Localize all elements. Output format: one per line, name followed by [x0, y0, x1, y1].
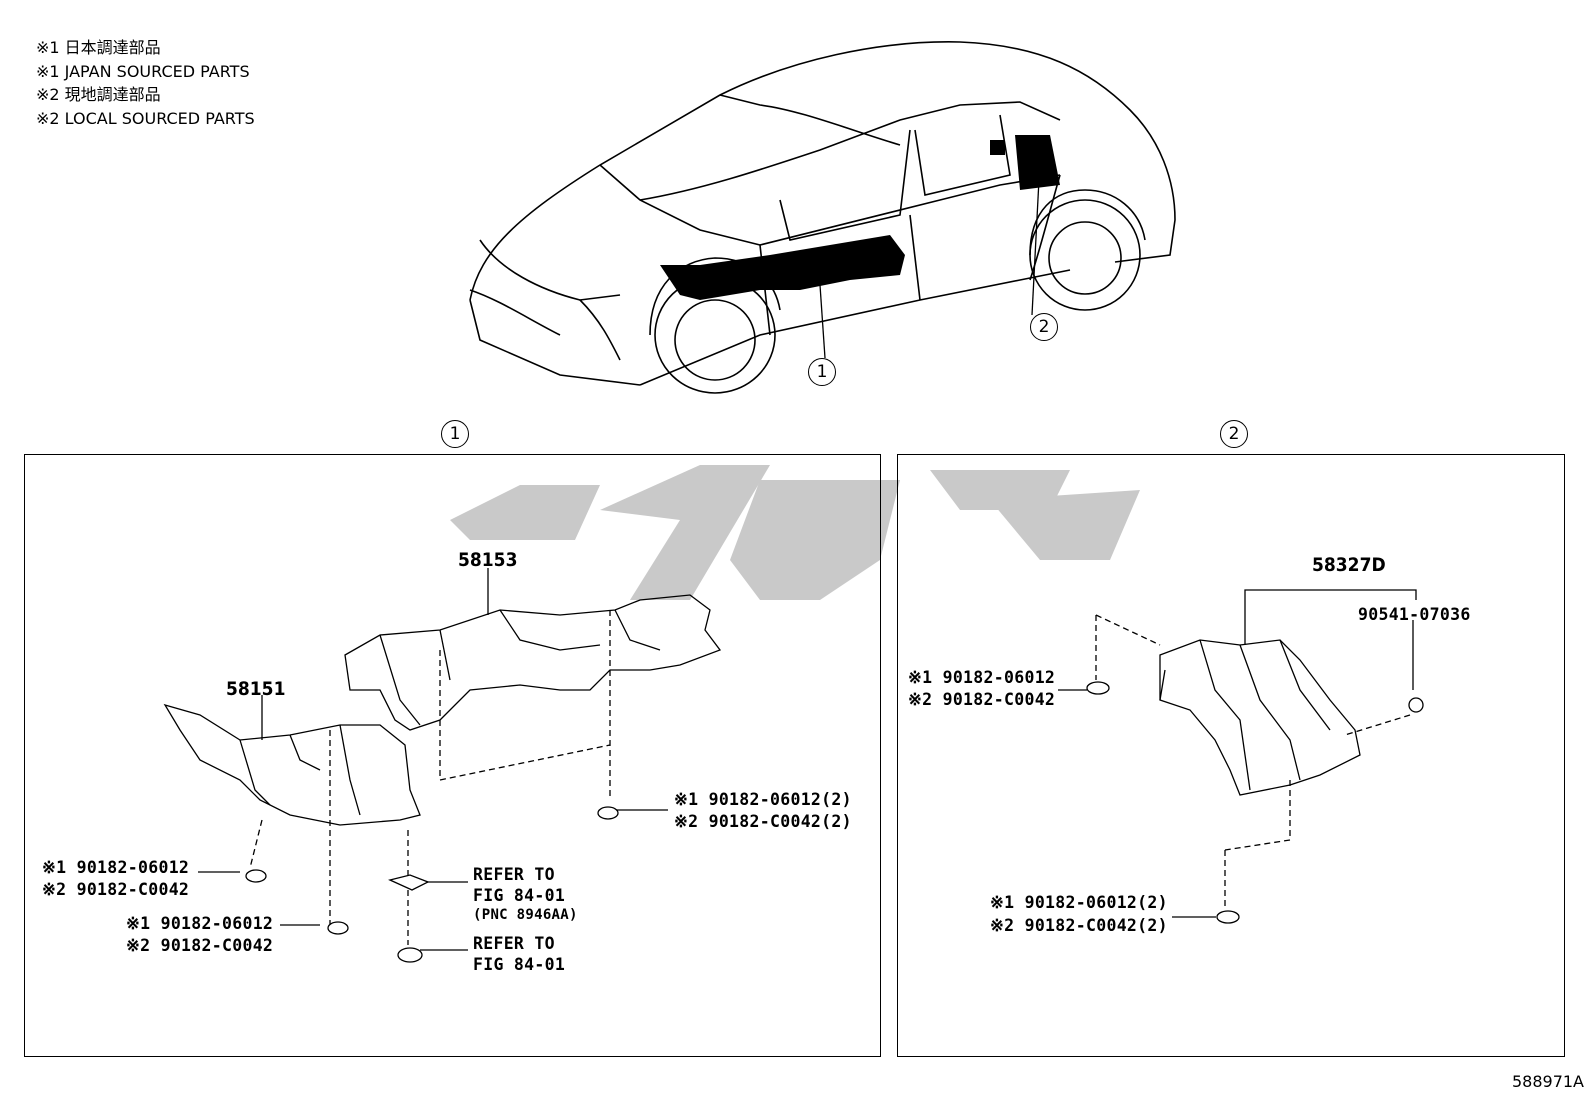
part-number-58151: 58151	[226, 678, 286, 700]
legend-line-3: ※2 現地調達部品	[36, 85, 161, 104]
part-58327D-drawing	[1159, 639, 1361, 796]
part-number-90541-07036: 90541-07036	[1358, 605, 1471, 624]
refer-a-line-1: REFER TO	[473, 865, 555, 884]
clip-label-left-2: ※2 90182-C0042	[42, 880, 190, 899]
panel2-fasteners	[1086, 681, 1424, 924]
clip-label-mid-2: ※2 90182-C0042	[126, 936, 274, 955]
refer-a-line-2: FIG 84-01	[473, 886, 566, 905]
car-wheels	[649, 189, 1146, 394]
legend-line-4: ※2 LOCAL SOURCED PARTS	[36, 108, 255, 128]
panel-1	[24, 454, 881, 1057]
legend: ※1 日本調達部品 ※1 JAPAN SOURCED PARTS ※2 現地調達…	[36, 36, 255, 130]
clip-label-bot-2: ※2 90182-C0042(2)	[990, 916, 1168, 935]
panel2-clip-leaders	[1058, 689, 1216, 918]
clip-label-mid-1: ※1 90182-06012	[126, 914, 274, 933]
part-number-58327D: 58327D	[1312, 554, 1386, 576]
car-outline	[469, 41, 1176, 386]
callout-2-car: 2	[1030, 313, 1058, 341]
clip-label-left-1: ※1 90182-06012	[42, 858, 190, 877]
callout-2-panel: 2	[1220, 420, 1248, 448]
clip-label-top-2: ※2 90182-C0042	[908, 690, 1056, 709]
watermark	[450, 465, 1140, 600]
clip-label-top-1: ※1 90182-06012	[908, 668, 1056, 687]
figure-code: 588971A	[1511, 1072, 1584, 1091]
clip-label-right-1: ※1 90182-06012(2)	[674, 790, 852, 809]
panel-2	[897, 454, 1565, 1057]
part-number-58153: 58153	[458, 549, 518, 571]
panel2-leaders	[1244, 589, 1417, 690]
car-callout-leaders	[819, 159, 1041, 359]
part-58153-drawing	[344, 594, 722, 731]
panel2-dashed	[1095, 614, 1411, 910]
refer-a-line-3: (PNC 8946AA)	[473, 907, 578, 923]
car-cover-highlights	[660, 135, 1060, 300]
refer-b-line-1: REFER TO	[473, 934, 555, 953]
clip-label-right-2: ※2 90182-C0042(2)	[674, 812, 852, 831]
legend-line-2: ※1 JAPAN SOURCED PARTS	[36, 61, 250, 81]
panel1-dashed	[249, 610, 611, 945]
part-58151-drawing	[163, 703, 421, 826]
refer-b-line-2: FIG 84-01	[473, 955, 566, 974]
callout-1-panel: 1	[441, 420, 469, 448]
clip-label-bot-1: ※1 90182-06012(2)	[990, 893, 1168, 912]
legend-line-1: ※1 日本調達部品	[36, 38, 161, 57]
callout-1-car: 1	[808, 358, 836, 386]
panel1-fasteners	[245, 806, 619, 963]
